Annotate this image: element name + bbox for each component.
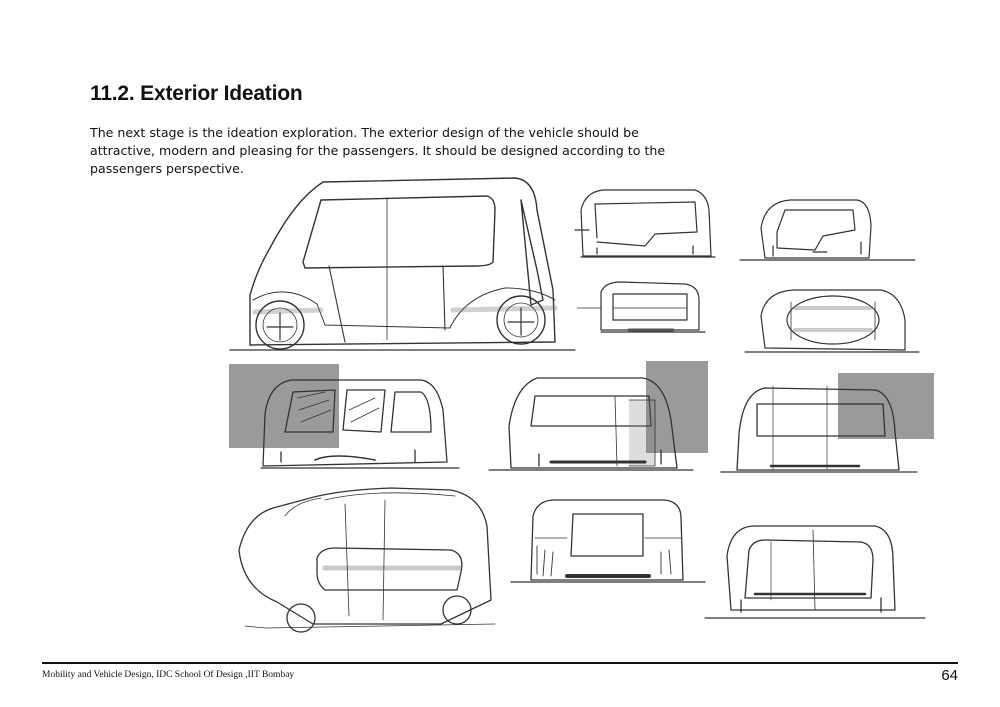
sketch-rear-three-quarter-a xyxy=(574,189,716,258)
intro-paragraph: The next stage is the ideation explorati… xyxy=(90,125,666,176)
sketch-side-view-medium xyxy=(260,379,460,469)
section-heading: 11.2. Exterior Ideation xyxy=(90,82,303,105)
grey-block-middle xyxy=(646,361,708,453)
sketch-front-view-bottom xyxy=(704,525,926,619)
sketch-rear-view-wide xyxy=(720,385,918,473)
grey-block-left xyxy=(229,364,339,448)
sketch-front-three-quarter-a xyxy=(739,199,916,261)
vehicle-sketches xyxy=(225,170,950,650)
footer-divider xyxy=(42,662,958,664)
grey-block-right xyxy=(838,373,934,439)
sketch-side-view-large xyxy=(229,177,576,351)
sketch-perspective-large xyxy=(238,487,496,633)
sketch-rear-view-medium xyxy=(488,377,694,471)
page-number: 64 xyxy=(941,667,958,684)
footer-credit: Mobility and Vehicle Design, IDC School … xyxy=(42,670,295,680)
sketch-front-view-round xyxy=(744,289,920,353)
sketch-rear-view-shaded xyxy=(510,499,706,583)
sketch-rear-view-a xyxy=(576,281,706,333)
